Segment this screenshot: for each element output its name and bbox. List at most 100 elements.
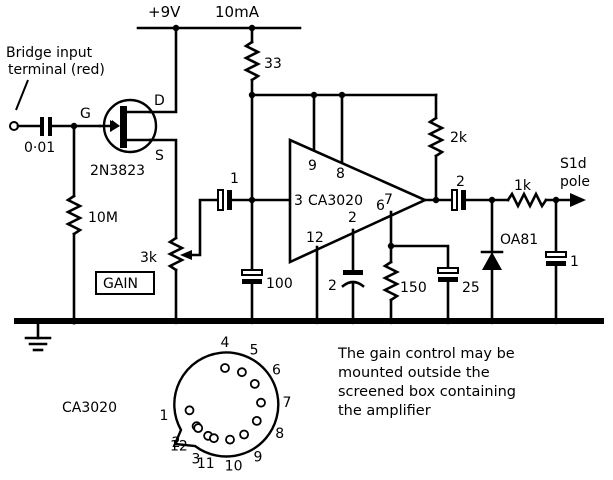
output-capacitor-label: 2 [456, 174, 465, 190]
pinout-pin-label: 12 [170, 439, 188, 455]
junction-dot [70, 317, 78, 325]
diode-label: OA81 [500, 232, 538, 248]
supply-resistor [243, 40, 261, 82]
output-arrow [570, 193, 586, 207]
input-pointer [15, 79, 29, 111]
bypass-capacitor-plate [437, 267, 459, 274]
junction-dot [432, 196, 440, 204]
pin-12-label: 12 [306, 230, 324, 246]
pinout-pin-hole [184, 405, 195, 416]
pin6-wire [389, 210, 450, 270]
pin-7-label: 7 [384, 192, 393, 208]
fet-label: 2N3823 [90, 163, 145, 179]
decoupling-capacitor-label: 100 [266, 276, 293, 292]
junction-dot [172, 317, 180, 325]
output-resistor-label: 1k [514, 178, 532, 194]
source-label: S [155, 148, 164, 164]
coupling-capacitor-plate [217, 189, 224, 211]
gain-potentiometer [167, 236, 185, 272]
note-line: mounted outside the [338, 365, 490, 381]
pinout-pin-hole [251, 415, 262, 426]
input-capacitor-plate [40, 117, 44, 136]
load-resistor [427, 116, 445, 158]
gate-label: G [80, 106, 91, 122]
pin-6-label: 6 [376, 198, 385, 214]
filter-capacitor-plate [545, 251, 567, 258]
pinout-pin-hole [193, 423, 204, 434]
input-capacitor-plate [48, 117, 52, 136]
bridge-input-label-2: terminal (red) [8, 62, 105, 78]
output-resistor [506, 191, 548, 209]
coupling-capacitor-plate [227, 190, 232, 210]
ca3020-amplifier [288, 137, 429, 265]
coupling-capacitor-label: 1 [230, 171, 239, 187]
pinout-pin-hole [208, 433, 219, 444]
current-label: 10mA [215, 3, 260, 21]
pinout-pin-label: 8 [275, 426, 284, 442]
pinout-pin-label: 7 [283, 395, 292, 411]
wiper-wire [190, 198, 220, 257]
pin-8-label: 8 [336, 166, 345, 182]
junction-dot [444, 317, 452, 325]
pinout-pin-label: 2 [172, 435, 181, 451]
decoupling-capacitor-plate [242, 279, 262, 284]
pinout-pin-hole [256, 397, 266, 408]
pinout-pin-label: 10 [225, 458, 243, 474]
pin2-capacitor-plate [343, 270, 363, 275]
pinout-pin-hole [249, 378, 260, 389]
diode-oa81 [482, 252, 502, 270]
output-capacitor-plate [451, 189, 458, 211]
junction-dot [248, 317, 256, 325]
bypass-capacitor-label: 25 [462, 280, 480, 296]
gain-label: GAIN [103, 276, 138, 292]
gain-label-box [95, 271, 155, 295]
pinout-pin-label: 4 [221, 335, 230, 351]
pin2-capacitor-label: 2 [328, 278, 337, 294]
pinout-pin-hole [225, 434, 235, 445]
load-resistor-label: 2k [450, 130, 468, 146]
pinout-outline [173, 351, 280, 458]
ground-symbol [24, 319, 52, 352]
note-line: the amplifier [338, 403, 431, 419]
emitter-resistor-label: 150 [400, 280, 427, 296]
pinout-pin-label: 1 [159, 408, 168, 424]
pin-9-label: 9 [308, 158, 317, 174]
supply-resistor-label: 33 [264, 56, 282, 72]
pinout-title: CA3020 [62, 400, 117, 416]
filter-capacitor-plate [546, 261, 566, 266]
filter-capacitor-label: 1 [570, 254, 579, 270]
note-line: screened box containing [338, 384, 516, 400]
pinout-pin-label: 5 [250, 342, 259, 358]
pin2-capacitor-plate [341, 280, 365, 288]
pinout-pin-label: 11 [197, 456, 215, 472]
pinout-pin-label: 6 [272, 362, 281, 378]
junction-dot [313, 317, 321, 325]
decoupling-capacitor-plate [241, 269, 263, 276]
gate-resistor [65, 194, 83, 236]
s1d-label: S1d [560, 156, 587, 172]
bypass-capacitor-plate [438, 277, 458, 282]
note-line: The gain control may be [337, 346, 515, 362]
ic-label: CA3020 [308, 193, 363, 209]
pinout-pin-hole [239, 429, 250, 440]
pin-3-label: 3 [294, 193, 303, 209]
gain-note: The gain control may be mounted outside … [337, 346, 516, 419]
supply-label: +9V [148, 3, 181, 21]
pinout-pin-label: 9 [253, 450, 262, 466]
pinout-pin-hole [220, 363, 230, 373]
junction-dot [552, 317, 560, 325]
pinout-pin-hole [236, 367, 247, 378]
source-wire [148, 138, 178, 240]
drain-wire [148, 26, 178, 114]
pinout-pin-label: 3 [191, 452, 200, 468]
pot-label: 3k [140, 250, 158, 266]
output-capacitor-plate [461, 190, 466, 210]
pot-wiper-arrow [180, 250, 192, 260]
junction-dot [349, 317, 357, 325]
bridge-input-label: Bridge input [6, 45, 93, 61]
fet-transistor [98, 98, 158, 154]
drain-label: D [154, 93, 165, 109]
pin-2-label: 2 [348, 210, 357, 226]
